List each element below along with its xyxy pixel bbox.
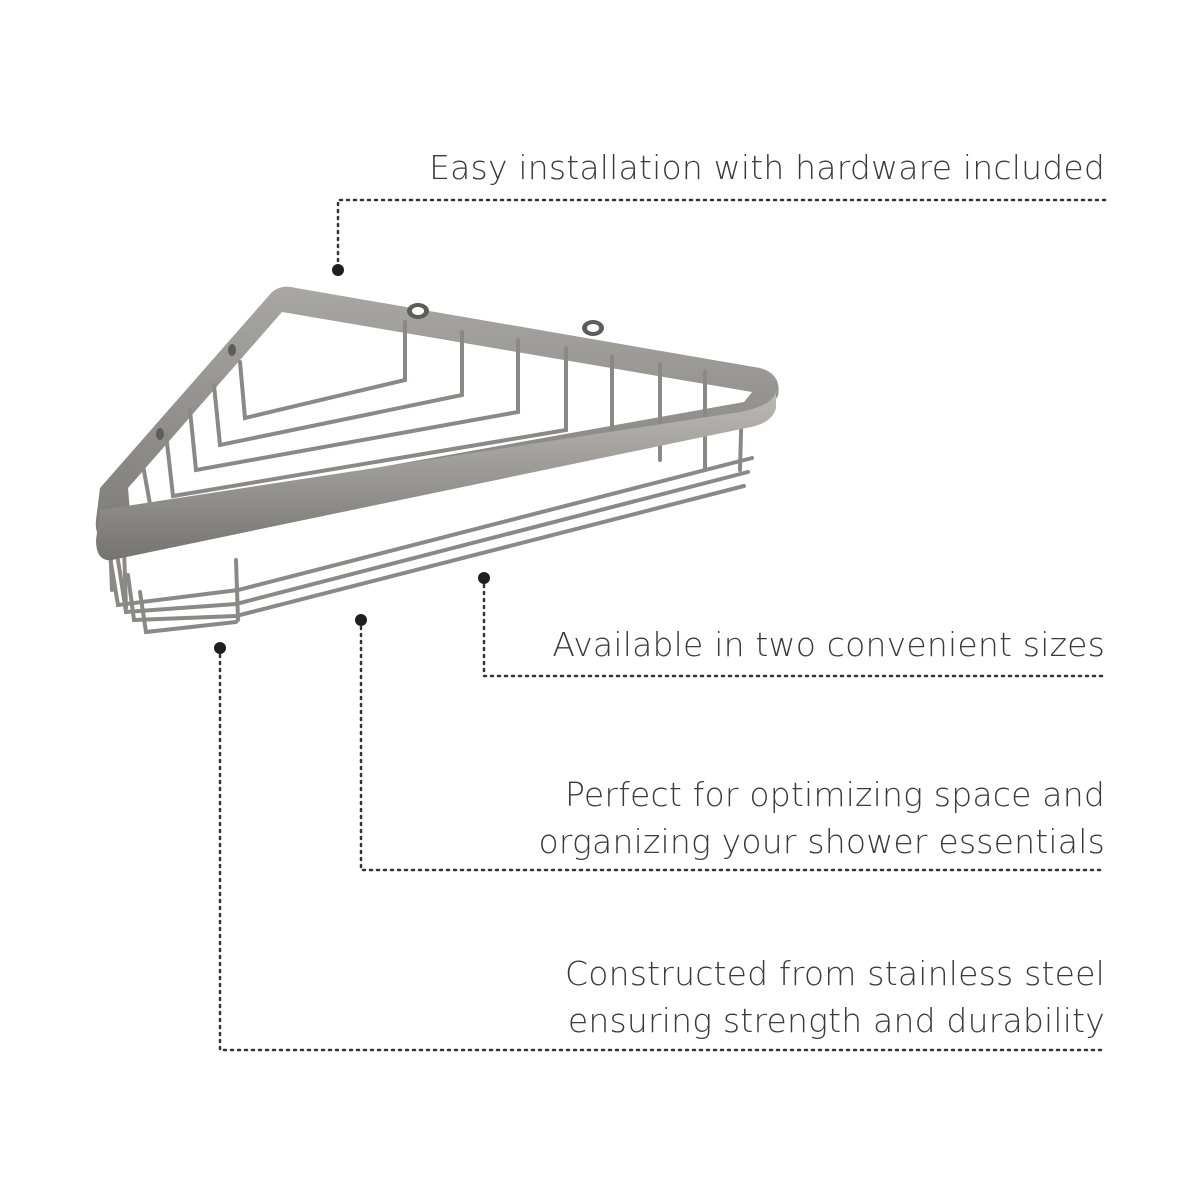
leader-line-space xyxy=(359,618,1107,872)
leader-dot-steel xyxy=(214,642,226,654)
basket-front-band xyxy=(96,392,776,561)
leader-dot-sizes xyxy=(478,572,490,584)
callout-steel: Constructed from stainless steel ensurin… xyxy=(565,950,1105,1044)
callout-installation-line-1: Easy installation with hardware included xyxy=(429,148,1105,187)
leader-dot-space xyxy=(355,614,367,626)
mounting-holes xyxy=(156,303,604,440)
leader-line-steel xyxy=(218,646,1107,1052)
callout-space-line-1: Perfect for optimizing space and xyxy=(565,775,1105,814)
callout-steel-line-1: Constructed from stainless steel xyxy=(565,954,1105,993)
callout-space: Perfect for optimizing space and organiz… xyxy=(538,771,1105,865)
callout-sizes: Available in two convenient sizes xyxy=(552,621,1105,668)
callout-sizes-line-1: Available in two convenient sizes xyxy=(552,625,1105,664)
callout-space-line-2: organizing your shower essentials xyxy=(538,822,1105,861)
leader-dot-installation xyxy=(332,264,344,276)
callout-installation: Easy installation with hardware included xyxy=(429,144,1105,191)
leader-line-sizes xyxy=(482,576,1107,678)
leader-line-installation xyxy=(336,198,1107,270)
callout-steel-line-2: ensuring strength and durability xyxy=(567,1001,1105,1040)
